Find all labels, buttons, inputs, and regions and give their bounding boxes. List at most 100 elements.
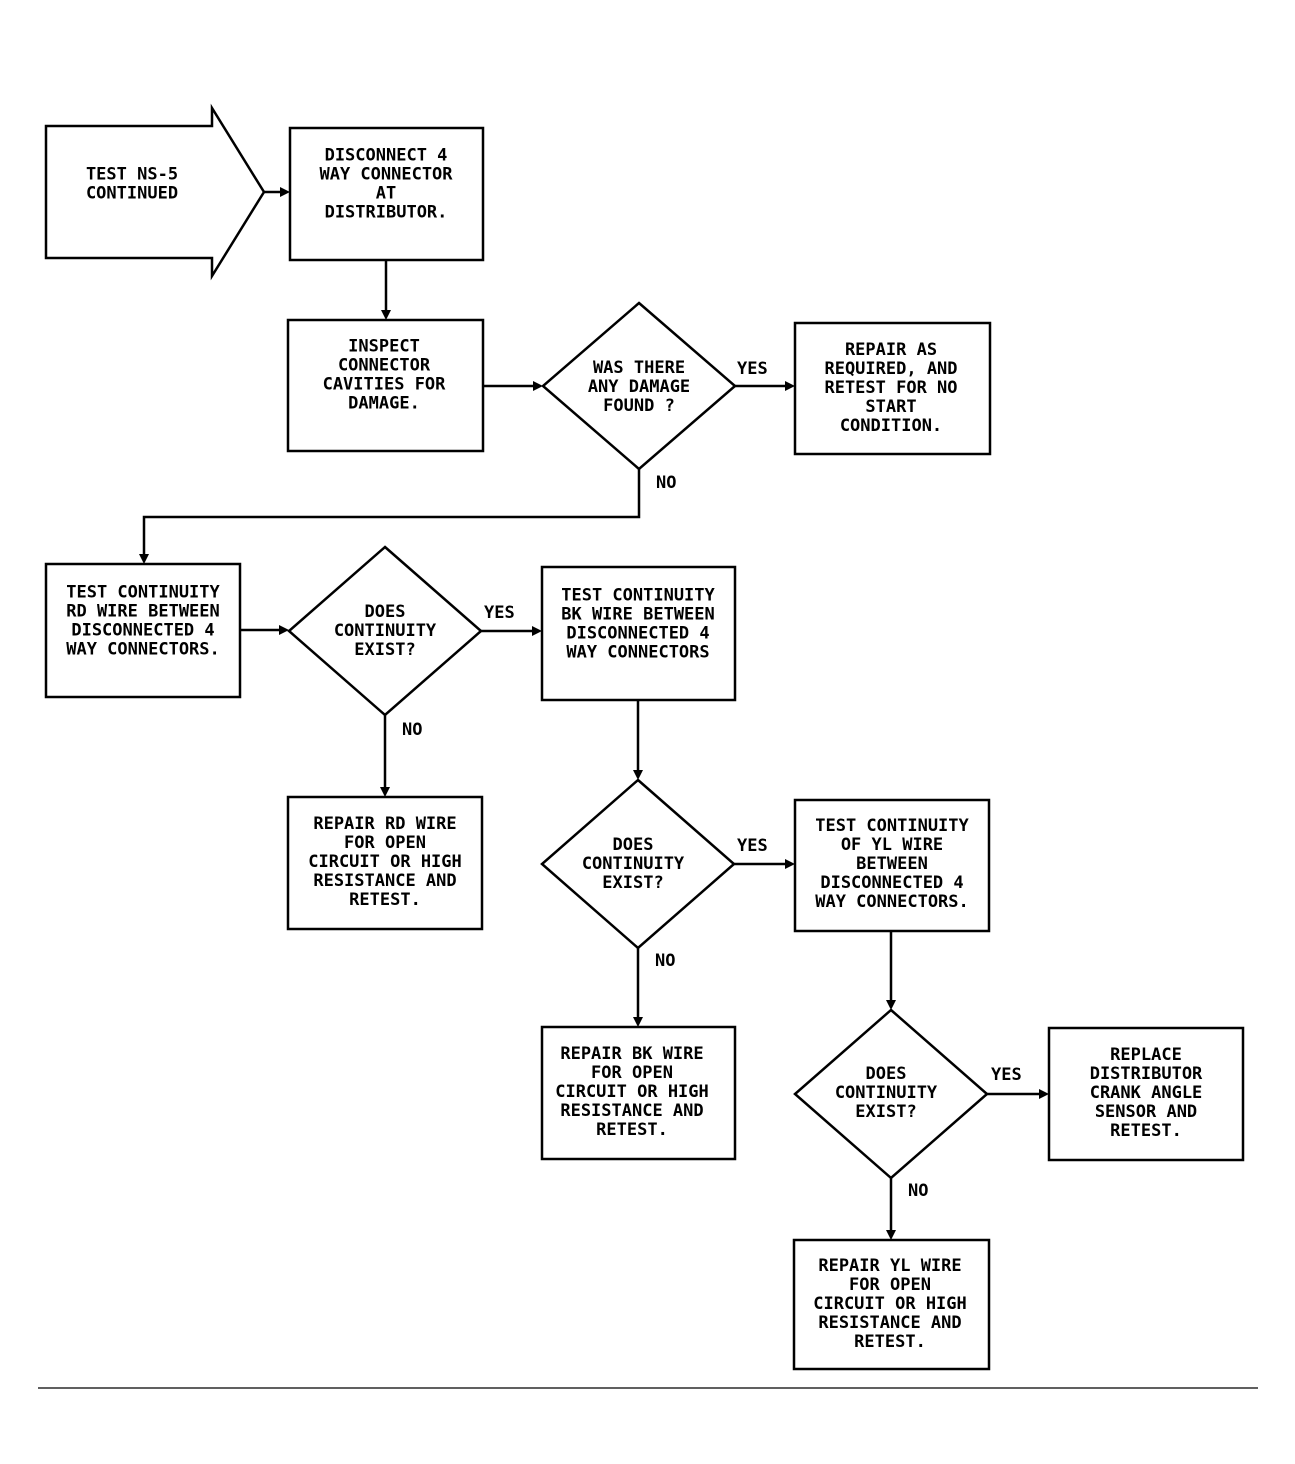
test-rd-wire-label-line: DISCONNECTED 4 (71, 621, 214, 641)
bk-no-label: NO (655, 951, 675, 971)
repair-yl-wire-label-line: CIRCUIT OR HIGH (813, 1294, 967, 1314)
damage-no-label: NO (656, 473, 676, 493)
connector-rd-yes: YES (481, 603, 542, 636)
repair-rd-wire-label-line: REPAIR RD WIRE (313, 814, 456, 834)
test-yl-wire-label-line: DISCONNECTED 4 (820, 873, 963, 893)
damage-decision-label-line: WAS THERE (593, 358, 685, 378)
repair-bk-wire-label-line: REPAIR BK WIRE (560, 1044, 703, 1064)
connector-bk-yes: YES (734, 836, 795, 869)
repair-rd-wire-label-line: RESISTANCE AND (313, 871, 456, 891)
disconnect-connector-label-line: DISCONNECT 4 (325, 146, 448, 166)
bk-yes-label: YES (737, 836, 768, 856)
repair-damage-label-line: CONDITION. (840, 416, 942, 436)
rd-no-label: NO (402, 720, 422, 740)
yl-continuity-label-line: DOES (866, 1064, 907, 1084)
test-yl-wire-label-line: TEST CONTINUITY (815, 816, 969, 836)
test-yl-wire-label-line: BETWEEN (856, 854, 928, 874)
connector-start-to-disconnect (264, 187, 290, 197)
repair-yl-wire-label-line: REPAIR YL WIRE (818, 1256, 961, 1276)
test-bk-wire-label-line: DISCONNECTED 4 (566, 624, 709, 644)
inspect-cavities-label-line: CONNECTOR (338, 356, 431, 376)
inspect-cavities-label-line: CAVITIES FOR (323, 375, 447, 395)
yl-no-label: NO (908, 1181, 928, 1201)
repair-bk-wire-label-line: CIRCUIT OR HIGH (555, 1082, 709, 1102)
connector-inspect-to-damage (483, 381, 543, 391)
repair-damage-label-line: REPAIR AS (845, 340, 937, 360)
yl-yes-label: YES (991, 1065, 1022, 1085)
connector-rd-no: NO (380, 715, 422, 797)
test-bk-wire-label-line: TEST CONTINUITY (561, 586, 715, 606)
disconnect-connector-label-line: WAY CONNECTOR (319, 165, 453, 185)
bk-continuity-label-line: CONTINUITY (582, 854, 685, 874)
replace-sensor-label-line: DISTRIBUTOR (1090, 1064, 1203, 1084)
damage-decision-label-line: FOUND ? (603, 396, 675, 416)
start-label-line: TEST NS-5 (86, 165, 178, 185)
test-bk-wire-label-line: BK WIRE BETWEEN (561, 605, 715, 625)
test-rd-wire-label-line: RD WIRE BETWEEN (66, 602, 220, 622)
rd-continuity-label-line: EXIST? (354, 640, 415, 660)
connector-testrd-to-rdq (240, 625, 289, 635)
inspect-cavities-label-line: INSPECT (348, 337, 420, 357)
repair-damage-label-line: REQUIRED, AND (824, 359, 957, 379)
repair-rd-wire-label-line: RETEST. (349, 890, 421, 910)
inspect-cavities-label-line: DAMAGE. (348, 394, 420, 414)
connector-damage-yes: YES (735, 359, 795, 391)
start-label-line: CONTINUED (86, 184, 178, 204)
test-rd-wire-label-line: WAY CONNECTORS. (66, 640, 220, 660)
repair-bk-wire-label-line: RESISTANCE AND (560, 1101, 703, 1121)
connector-yl-yes: YES (987, 1065, 1049, 1099)
bk-continuity-label-line: EXIST? (602, 873, 663, 893)
disconnect-connector-label-line: DISTRIBUTOR. (325, 203, 448, 223)
test-yl-wire-label-line: OF YL WIRE (841, 835, 943, 855)
rd-continuity-label-line: DOES (365, 602, 406, 622)
repair-rd-wire-label-line: FOR OPEN (344, 833, 426, 853)
repair-rd-wire-label-line: CIRCUIT OR HIGH (308, 852, 462, 872)
test-bk-wire-label-line: WAY CONNECTORS (566, 643, 709, 663)
disconnect-connector-label-line: AT (376, 184, 396, 204)
connector-disconnect-to-inspect (381, 260, 391, 320)
repair-damage-label-line: RETEST FOR NO (824, 378, 957, 398)
replace-sensor-label-line: SENSOR AND (1095, 1102, 1197, 1122)
test-rd-wire-label-line: TEST CONTINUITY (66, 583, 220, 603)
replace-sensor-label-line: CRANK ANGLE (1090, 1083, 1203, 1103)
repair-bk-wire-label-line: FOR OPEN (591, 1063, 673, 1083)
connector-damage-no: NO (139, 469, 676, 564)
connector-bk-no: NO (633, 948, 675, 1027)
damage-yes-label: YES (737, 359, 768, 379)
repair-yl-wire-label-line: RESISTANCE AND (818, 1313, 961, 1333)
connector-testyl-to-ylq (886, 931, 896, 1010)
replace-sensor-label-line: REPLACE (1110, 1045, 1182, 1065)
repair-bk-wire-label-line: RETEST. (596, 1120, 668, 1140)
damage-decision-label-line: ANY DAMAGE (588, 377, 690, 397)
rd-continuity-label-line: CONTINUITY (334, 621, 437, 641)
repair-damage-label-line: START (865, 397, 916, 417)
bk-continuity-label-line: DOES (613, 835, 654, 855)
